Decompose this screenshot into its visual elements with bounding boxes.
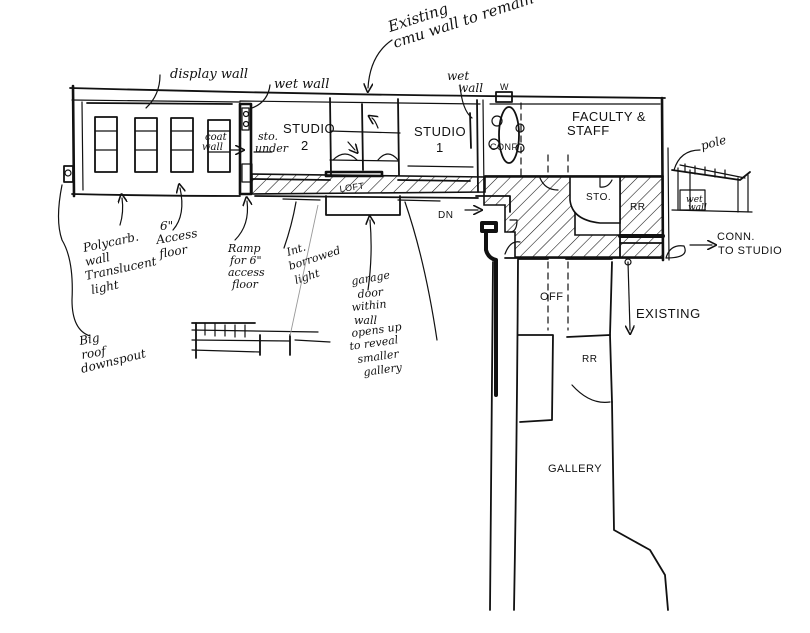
studio-walls [329, 97, 485, 193]
label-wet-wall-left: wet wall [274, 77, 329, 92]
room-studio-1: STUDIO [414, 124, 466, 139]
room-rr-upper: RR [630, 202, 645, 213]
room-staff: STAFF [567, 123, 610, 138]
label-polycarb-1: Polycarb. [81, 229, 140, 255]
leader-lines [57, 39, 713, 341]
label-garage-3: within [351, 297, 387, 314]
roof-downspout [63, 165, 74, 183]
porch-sketch [671, 163, 753, 213]
label-existing: EXISTING [636, 306, 701, 321]
corridor-hatch [251, 170, 486, 202]
room-rr-lower: RR [582, 354, 597, 365]
label-dn: DN [438, 210, 453, 221]
label-garage-8: gallery [363, 361, 404, 379]
label-ramp-4: floor [231, 278, 259, 291]
label-polycarb-2: wall [84, 250, 112, 269]
label-wet-wall-right-2: wall [458, 81, 483, 95]
label-ramp-2: for 6" [229, 254, 262, 267]
room-studio-2-num: 2 [301, 138, 309, 153]
label-garage-1: garage [350, 268, 391, 288]
label-ramp-1: Ramp [227, 242, 261, 255]
label-access-1: 6" [160, 219, 173, 233]
label-bigroof-2: roof [80, 343, 109, 362]
label-pole: pole [699, 133, 728, 153]
east-wing [483, 91, 686, 262]
building-outline [69, 84, 666, 198]
label-window: W [500, 82, 509, 92]
label-wet-wall-small-1: wet [686, 195, 703, 205]
downspout-east [464, 195, 511, 397]
room-gallery: GALLERY [548, 463, 602, 475]
garage-door-box [325, 195, 401, 216]
label-loft: LOFT [339, 181, 365, 194]
room-off: OFF [540, 291, 564, 303]
room-studio-2: STUDIO [283, 121, 335, 136]
label-to-studio: TO STUDIO [718, 245, 782, 257]
label-garage-4: wall [354, 314, 377, 327]
label-garage-7: smaller [357, 347, 401, 366]
label-polycarb-4: light [90, 277, 120, 297]
label-coat-wall-2: wall [202, 142, 223, 153]
label-wet-wall-right-1: wet [447, 69, 469, 83]
label-borrowed-1: Int. [284, 241, 307, 260]
gallery-wing [489, 258, 669, 611]
label-sto: sto. [258, 130, 278, 143]
polycarb-windows [94, 116, 231, 173]
label-conn: CONN. [717, 231, 755, 243]
label-display-wall: display wall [170, 67, 248, 82]
room-faculty: FACULTY & [572, 109, 646, 124]
label-coat-wall-1: coat [205, 132, 228, 143]
label-sto-under: under [255, 142, 289, 155]
label-ramp-3: access [228, 266, 265, 279]
display-wall-line [86, 102, 233, 105]
label-wet-wall-small-2: wall [688, 203, 707, 213]
labels: Existing cmu wall to remain display wall… [77, 0, 782, 475]
section-sketch [191, 322, 331, 359]
room-conf: CONF [490, 142, 518, 152]
label-bigroof-1: Big [77, 331, 101, 349]
label-access-3: floor [157, 242, 189, 261]
wet-wall-column [238, 102, 253, 196]
label-garage-2: door [357, 285, 385, 301]
room-sto: STO. [586, 192, 611, 203]
room-studio-1-num: 1 [436, 140, 444, 155]
